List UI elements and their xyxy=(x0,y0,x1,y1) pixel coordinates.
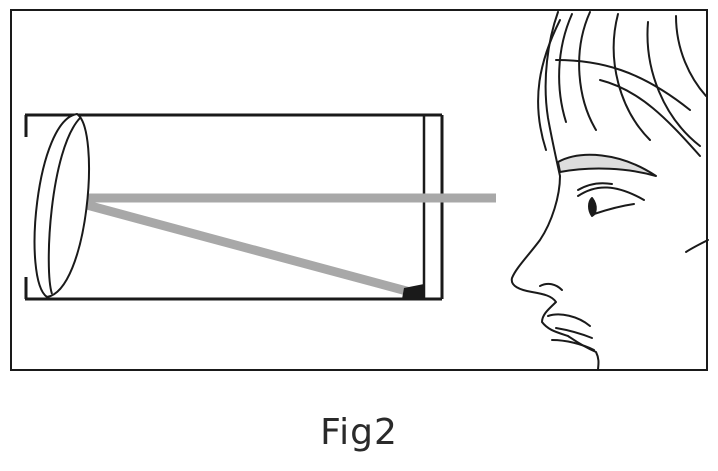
hair-strand-3 xyxy=(612,13,651,141)
eye-lower xyxy=(593,203,635,215)
hair-strand-7 xyxy=(555,59,691,111)
optical-tube xyxy=(24,113,444,301)
hair-strand-5 xyxy=(675,15,707,97)
face-profile xyxy=(510,11,709,371)
hair-front xyxy=(537,19,561,151)
figure-frame xyxy=(10,9,708,371)
eyebrow xyxy=(557,153,657,177)
figure-caption: Fig2 xyxy=(320,412,398,453)
hair-strand-4 xyxy=(646,21,701,147)
eye-iris xyxy=(588,197,597,217)
nostril xyxy=(539,282,563,291)
hair-strand-6 xyxy=(599,79,701,157)
face-outline xyxy=(510,11,600,371)
upper-lip xyxy=(547,313,591,327)
diagonal-beam xyxy=(70,196,416,298)
eye-upper xyxy=(577,186,645,201)
lower-lip xyxy=(551,339,595,351)
lens-outer xyxy=(33,112,90,299)
mouth-line xyxy=(555,327,593,339)
reflector-block xyxy=(402,284,424,299)
lens xyxy=(33,112,90,299)
cheek-line xyxy=(685,239,709,253)
eye-lash xyxy=(577,182,613,191)
hair-strand-1 xyxy=(558,13,573,123)
lens-inner xyxy=(47,117,81,295)
light-beams xyxy=(67,193,496,298)
hair-strand-2 xyxy=(578,11,597,131)
